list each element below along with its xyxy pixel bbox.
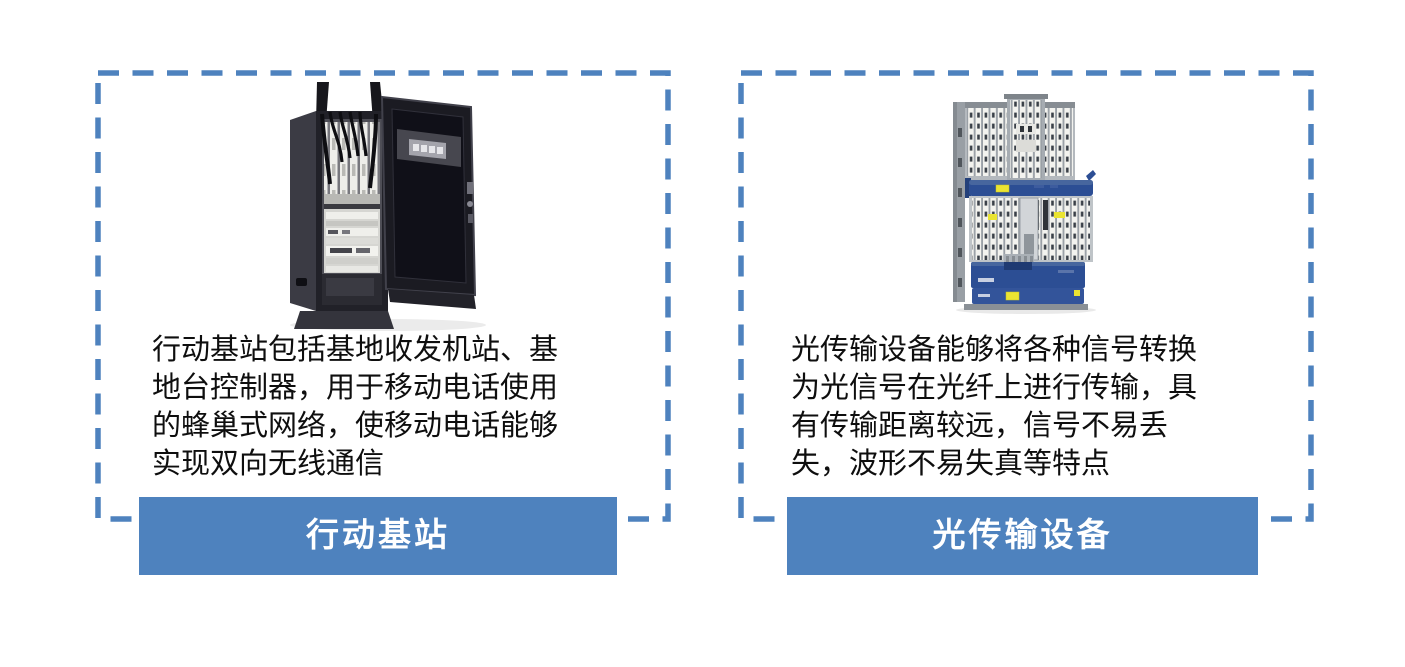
panel-description: 光传输设备能够将各种信号转换 为光信号在光纤上进行传输，具 有传输距离较远，信号… [791,334,1198,480]
card-shelf-top [965,94,1075,180]
dashed-border [738,70,1314,522]
cabinet-door [380,95,477,309]
panel-label: 光传输设备 [787,497,1258,575]
bottom-panels [971,262,1085,304]
cabinet-base [294,311,394,329]
cabinet-interior [296,111,382,305]
mid-blue-bar [965,170,1096,198]
panel-mobile-base-station: 行动基站包括基地收发机站、基 地台控制器，用于移动电话使用 的蜂巢式网络，使移动… [95,70,672,575]
panel-label: 行动基站 [139,497,617,575]
dashed-border [95,70,671,522]
mobile-base-station-image [290,82,486,331]
optical-transmission-image [953,94,1096,314]
panel-description: 行动基站包括基地收发机站、基 地台控制器，用于移动电话使用 的蜂巢式网络，使移动… [152,334,559,480]
panel-optical-transmission: 光传输设备能够将各种信号转换 为光信号在光纤上进行传输，具 有传输距离较远，信号… [738,70,1315,575]
chassis [953,102,1088,310]
card-shelf-bottom [969,196,1093,266]
